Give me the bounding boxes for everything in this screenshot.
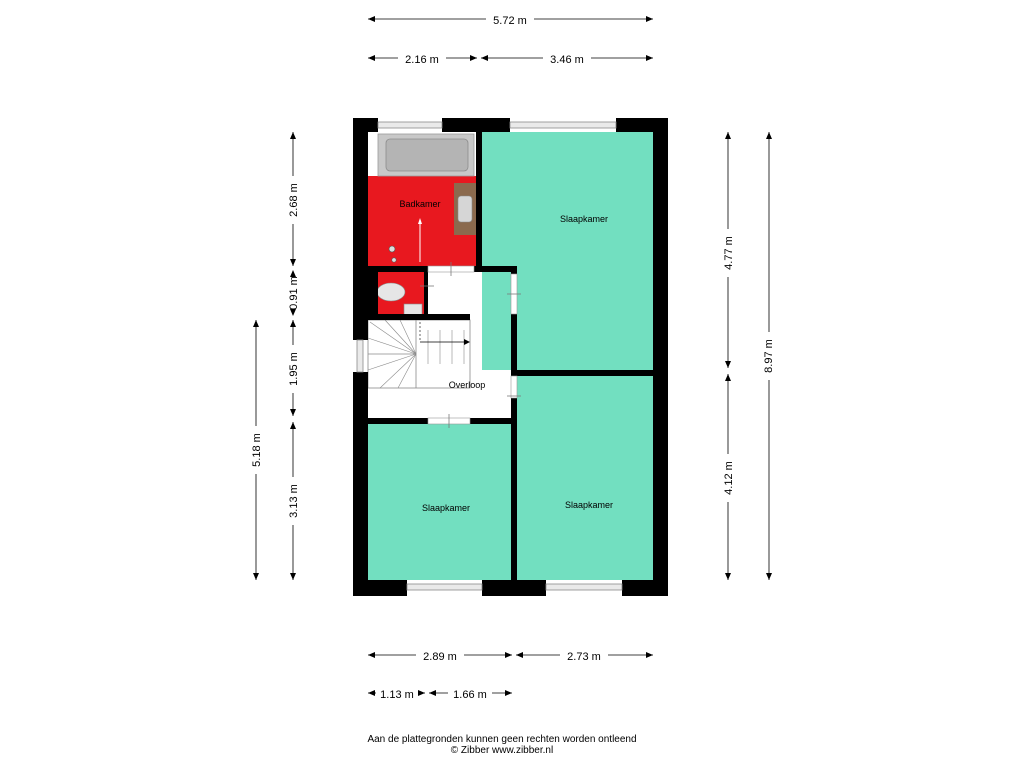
dimension-arrowhead [368, 16, 375, 22]
dimension-arrowhead [290, 259, 296, 266]
dim-right-upper: 4.77 m [723, 236, 735, 270]
dimension-arrowhead [290, 573, 296, 580]
dim-bottom-small-right: 1.66 m [453, 689, 487, 701]
dimension-arrowhead [290, 422, 296, 429]
dimension-arrowhead [766, 573, 772, 580]
hand-basin [403, 303, 423, 316]
dimension-arrowhead [368, 55, 375, 61]
shower-head [391, 257, 397, 263]
dimension-arrowhead [470, 55, 477, 61]
dim-left-stairs: 1.95 m [288, 352, 300, 386]
room-label-bathroom: Badkamer [399, 199, 440, 209]
dimension-arrowhead [290, 320, 296, 327]
bathtub-basin [385, 138, 469, 172]
dimension-arrowhead [646, 16, 653, 22]
dimension-arrowhead [290, 309, 296, 316]
dimension-arrowhead [418, 690, 425, 696]
floor-bedroom-bottom-right [517, 376, 653, 580]
dim-left-bathroom: 2.68 m [288, 183, 300, 217]
shower-glass-arrow [418, 218, 422, 224]
dimension-arrowhead [481, 55, 488, 61]
room-label-bedroom-top-right: Slaapkamer [560, 214, 608, 224]
dim-left-outer: 5.18 m [251, 433, 263, 467]
dimension-arrowhead [725, 374, 731, 381]
dim-left-toilet: 0.91 m [288, 276, 300, 310]
dim-top-left: 2.16 m [405, 54, 439, 66]
dimension-arrowhead [290, 270, 296, 277]
dim-bottom-left: 2.89 m [423, 651, 457, 663]
dimension-arrowhead [290, 132, 296, 139]
copyright-text: © Zibber www.zibber.nl [450, 745, 554, 756]
dimension-arrowhead [725, 361, 731, 368]
dimension-arrowhead [725, 573, 731, 580]
windows [356, 121, 623, 591]
dimension-arrowhead [368, 652, 375, 658]
dimension-arrowhead [646, 55, 653, 61]
dimension-arrowhead [368, 690, 375, 696]
walls [353, 118, 668, 596]
floor-bedroom-bottom-left [368, 424, 511, 580]
dimension-arrowhead [429, 690, 436, 696]
sink-basin [457, 195, 473, 223]
floor-bedroom-top-right [482, 132, 653, 370]
dimension-arrowhead [725, 132, 731, 139]
dimension-arrowhead [646, 652, 653, 658]
dim-top-total: 5.72 m [493, 15, 527, 27]
toilet-bowl [376, 282, 406, 302]
dimension-arrowhead [516, 652, 523, 658]
dim-top-right: 3.46 m [550, 54, 584, 66]
dimension-lines [253, 16, 772, 696]
stair-direction-arrow [464, 339, 470, 345]
dim-left-bedroom: 3.13 m [288, 484, 300, 518]
dimension-arrowhead [505, 690, 512, 696]
dim-right-total: 8.97 m [763, 339, 775, 373]
room-label-bedroom-bottom-right: Slaapkamer [565, 500, 613, 510]
dimension-arrowhead [253, 573, 259, 580]
dimension-arrowhead [253, 320, 259, 327]
disclaimer-text: Aan de plattegronden kunnen geen rechten… [367, 734, 637, 745]
room-label-bedroom-bottom-left: Slaapkamer [422, 503, 470, 513]
dimension-arrowhead [290, 409, 296, 416]
doors [420, 262, 521, 428]
room-label-landing: Overloop [449, 380, 486, 390]
dim-right-lower: 4.12 m [723, 461, 735, 495]
dim-bottom-right: 2.73 m [567, 651, 601, 663]
shower-drain [388, 245, 396, 253]
staircase [367, 319, 471, 389]
dimension-arrowhead [766, 132, 772, 139]
dimension-arrowhead [505, 652, 512, 658]
dim-bottom-small-left: 1.13 m [380, 689, 414, 701]
